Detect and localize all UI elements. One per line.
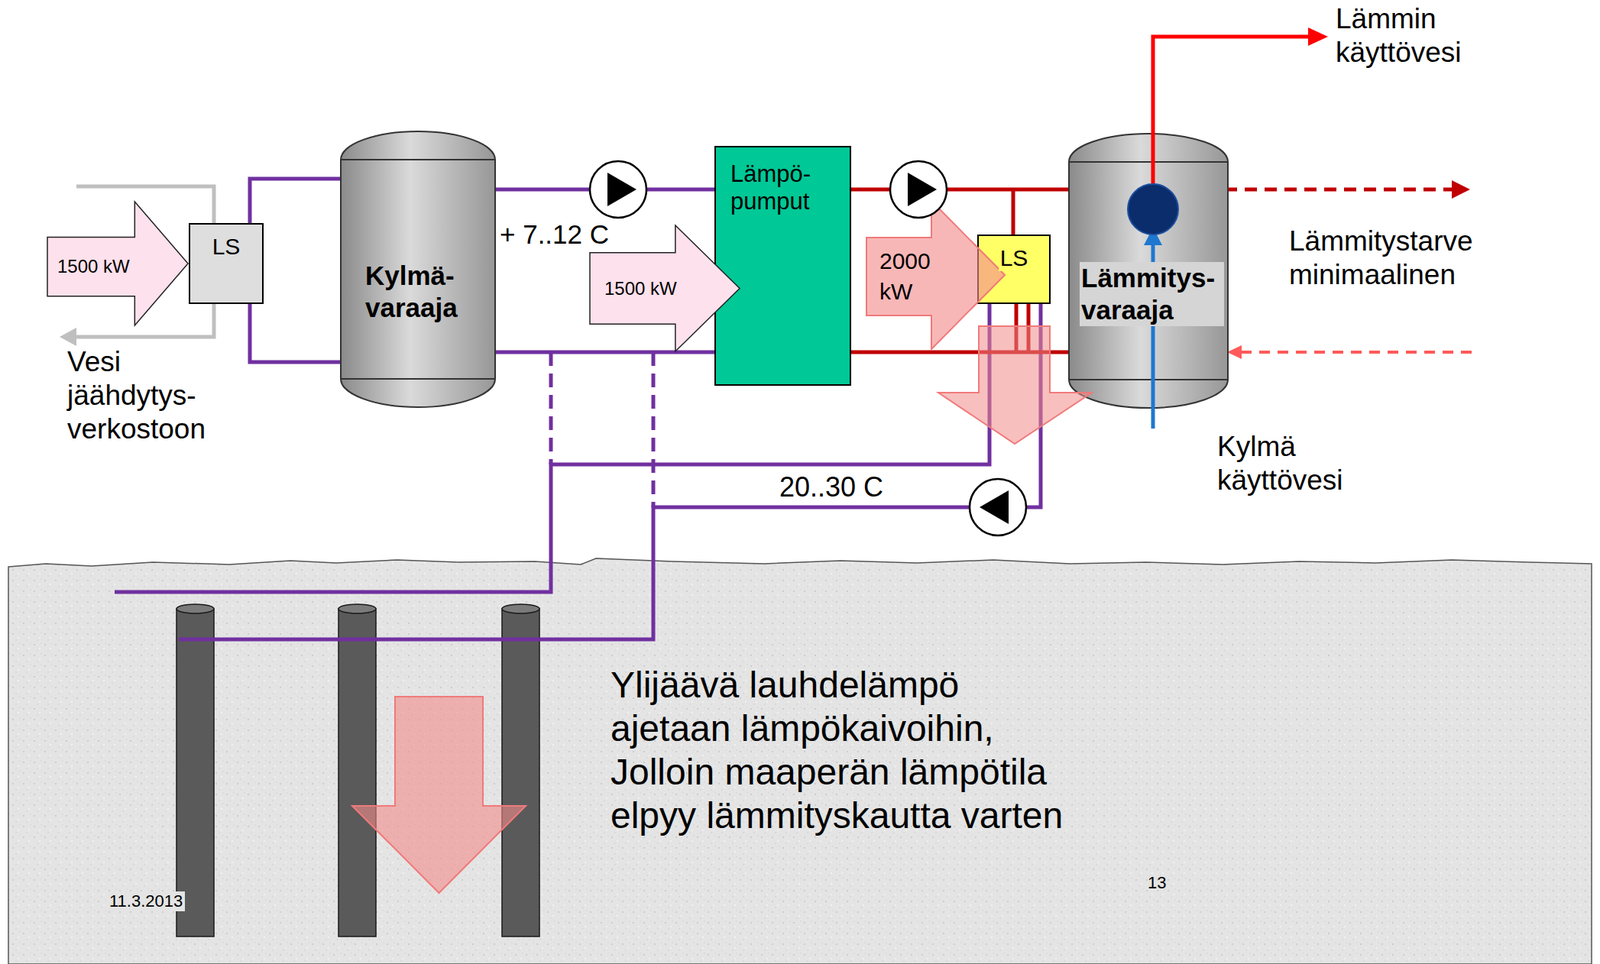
storage-tank: Lämmitys- varaaja bbox=[1068, 132, 1229, 409]
cold-pipe bbox=[495, 350, 715, 355]
tank-body bbox=[340, 131, 496, 408]
box-shape bbox=[189, 223, 263, 304]
heat-well bbox=[338, 608, 376, 937]
heating-return-line bbox=[1240, 350, 1475, 354]
well-pipe bbox=[114, 304, 990, 593]
pump-triangle bbox=[607, 172, 637, 207]
tank-seam bbox=[340, 158, 496, 161]
date-stamp: 11.3.2013 bbox=[106, 891, 185, 912]
heat-pump-box: Lämpö- pumput bbox=[714, 145, 852, 386]
well-pipe bbox=[178, 304, 1041, 640]
pump-circle bbox=[969, 479, 1027, 536]
node-text: 1500 kW bbox=[604, 278, 677, 300]
pump-symbol bbox=[969, 479, 1027, 536]
heat-well-top bbox=[502, 604, 540, 614]
tank-seam bbox=[340, 378, 496, 380]
network-arrowhead bbox=[59, 327, 77, 347]
heating-demand-line bbox=[1224, 187, 1454, 192]
node-text: LS bbox=[212, 233, 241, 260]
tank-body bbox=[1068, 133, 1228, 409]
temperature-label: 20..30 C bbox=[779, 472, 884, 503]
tank-seam bbox=[1068, 161, 1228, 163]
heat-wells bbox=[176, 604, 540, 937]
pump-symbol bbox=[890, 161, 947, 218]
heat-flow-arrow bbox=[938, 326, 1092, 444]
dashed-pipe bbox=[549, 352, 554, 465]
note-text: Ylijäävä lauhdelämpö ajetaan lämpökaivoi… bbox=[610, 663, 1076, 838]
water-heater-coil bbox=[1127, 184, 1179, 235]
heat-well-top bbox=[176, 604, 214, 614]
heat-flow-arrow bbox=[352, 696, 526, 894]
arrow-shape bbox=[589, 225, 740, 352]
arrow-shape bbox=[47, 201, 188, 326]
cold-pipe bbox=[249, 304, 341, 363]
pump-triangle bbox=[979, 490, 1009, 525]
pump-symbol bbox=[589, 161, 647, 218]
hot-water-arrowhead bbox=[1308, 27, 1328, 46]
ground bbox=[8, 558, 1592, 964]
hot-pipe-stub bbox=[1011, 189, 1016, 235]
tank-seam bbox=[1068, 378, 1228, 381]
flow-arrow: 1500 kW bbox=[46, 200, 189, 327]
cold-water-line bbox=[1151, 242, 1156, 429]
flow-label: Lämmin käyttövesi bbox=[1335, 2, 1489, 70]
heat-well-top bbox=[338, 604, 376, 614]
storage-tank: Kylmä- varaaja bbox=[340, 130, 496, 409]
temperature-label: + 7..12 C bbox=[499, 220, 609, 250]
cold-pipe bbox=[249, 178, 341, 224]
heating-return-arrowhead bbox=[1227, 345, 1242, 360]
hot-water-line bbox=[1153, 36, 1310, 210]
node-text: LS bbox=[998, 245, 1030, 272]
pump-circle bbox=[589, 161, 647, 218]
flow-label: Lämmitystarve minimaalinen bbox=[1289, 224, 1488, 292]
node-text: Lämmitys- varaaja bbox=[1079, 262, 1225, 327]
heat-well bbox=[502, 608, 540, 937]
heating-demand-arrowhead bbox=[1451, 180, 1471, 199]
node-text: 2000 kW bbox=[879, 246, 937, 308]
heat-well bbox=[176, 608, 214, 937]
hot-pipe bbox=[851, 187, 1069, 192]
node-text: Kylmä- varaaja bbox=[365, 259, 473, 324]
box-shape bbox=[715, 146, 851, 386]
flow-arrow: 1500 kW bbox=[589, 224, 741, 353]
flow-label: Kylmä käyttövesi bbox=[1217, 430, 1371, 498]
pump-circle bbox=[890, 161, 947, 218]
node-text: 1500 kW bbox=[57, 255, 130, 278]
dashed-pipe bbox=[651, 352, 656, 508]
heat-exchanger-box: LS bbox=[188, 223, 264, 305]
pump-triangle bbox=[907, 172, 937, 207]
node-text: Lämpö- pumput bbox=[730, 160, 823, 216]
page-number: 13 bbox=[1147, 873, 1166, 894]
flow-label: Vesi jäähdytys- verkostoon bbox=[67, 345, 221, 447]
